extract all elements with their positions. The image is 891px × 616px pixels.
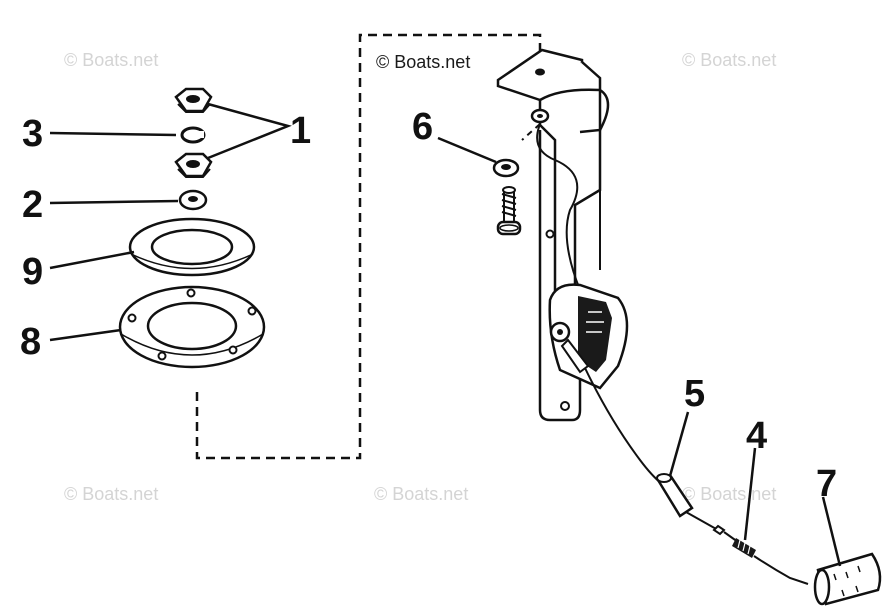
sender-unit [548,283,629,390]
watermark-bottom-right: © Boats.net [682,484,776,504]
callout-8: 8 [20,321,41,363]
callout-2: 2 [22,184,43,226]
watermark-top-right: © Boats.net [682,50,776,70]
callout-5: 5 [684,373,705,415]
float [813,552,882,606]
screw-washer [492,158,520,178]
sender-bracket [496,48,610,422]
watermark-bottom-center: © Boats.net [374,484,468,504]
hex-nut-lower [174,152,213,178]
leader-lines [49,102,842,567]
callout-6: 6 [412,106,433,148]
watermark-main: © Boats.net [376,52,470,72]
float-arm [584,367,809,585]
watermarks: © Boats.net © Boats.net © Boats.net © Bo… [64,50,776,504]
mounting-plate [118,285,266,369]
hex-nut-top [174,87,213,113]
callouts: 1 3 2 9 8 6 5 4 7 [20,106,837,505]
mounting-screw [496,186,522,236]
screw-dashed-line [521,123,541,141]
gasket-ring [128,217,256,277]
lock-washer [180,126,206,144]
washer [178,189,208,211]
callout-3: 3 [22,113,43,155]
assembly-dashed-line [195,33,542,460]
callout-9: 9 [22,251,43,293]
callout-7: 7 [816,463,837,505]
callout-1: 1 [290,110,311,152]
callout-4: 4 [746,415,767,457]
watermark-bottom-left: © Boats.net [64,484,158,504]
watermark-top-left: © Boats.net [64,50,158,70]
